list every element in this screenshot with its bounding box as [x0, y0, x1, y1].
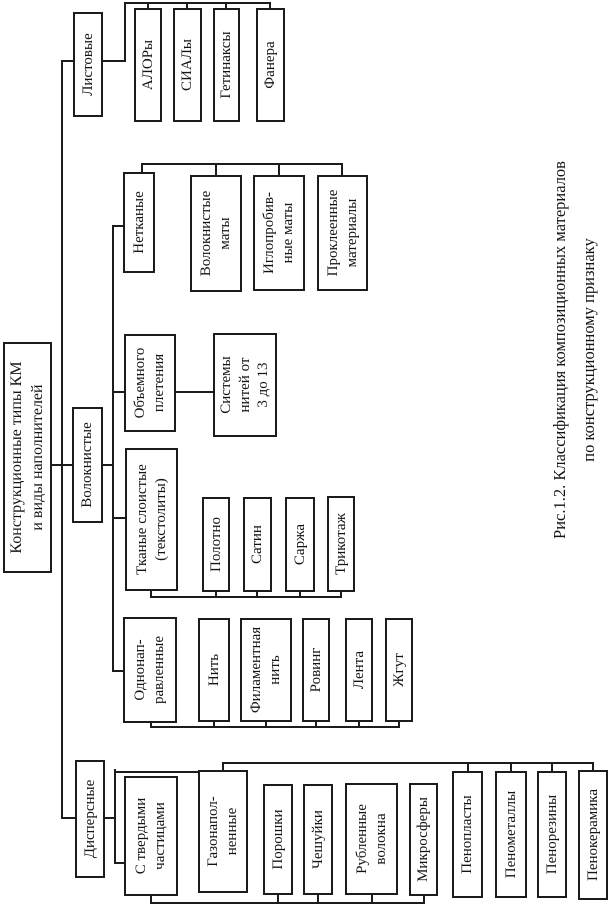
leaf-alory: АЛОРы — [134, 8, 162, 122]
connector-line — [277, 895, 279, 904]
node-odnonapravlennye: Однонап- равленные — [123, 617, 177, 723]
leaf-penoreziny: Пенорезины — [537, 771, 567, 898]
connector-line — [112, 517, 126, 519]
leaf-prokleennye-materialy: Проклеенные материалы — [317, 175, 368, 291]
leaf-poroshki: Порошки — [263, 784, 293, 895]
figure-caption: Рис.1.2. Классификация композиционных ма… — [550, 161, 598, 539]
connector-line — [315, 721, 317, 728]
leaf-getinaksy: Гетинаксы — [213, 8, 240, 122]
connector-line — [150, 726, 400, 728]
node-s-tverdymi-chastitsami: С твердыми частицами — [124, 776, 178, 896]
connector-line — [467, 763, 469, 771]
leaf-mikrosfery: Микросферы — [409, 783, 438, 896]
connector-line — [222, 762, 594, 764]
leaf-rublennye-volokna: Рубленные волокна — [345, 783, 398, 895]
leaf-lenta: Лента — [345, 618, 373, 722]
node-tkanye-sloistye: Тканые слоистые (текстолиты) — [125, 448, 178, 591]
connector-line — [114, 771, 198, 773]
connector-line — [371, 895, 373, 904]
connector-line — [213, 721, 215, 728]
leaf-filamentnaya-nit: Филаментная нить — [240, 618, 292, 722]
node-gazonapolnennye: Газонапол- ненные — [198, 770, 248, 893]
node-voloknistye: Волокнистые — [72, 407, 103, 523]
connector-line — [103, 60, 126, 62]
connector-line — [317, 895, 319, 904]
node-dispersnye: Дисперсные — [75, 760, 105, 878]
connector-line — [124, 2, 126, 62]
leaf-igloprobivnye-maty: Иглопробив- ные маты — [253, 175, 305, 291]
leaf-roving: Ровинг — [302, 618, 330, 722]
node-root: Конструкционные типы КМ и виды наполните… — [3, 342, 52, 573]
leaf-nit: Нить — [198, 618, 230, 722]
leaf-penoplasty: Пенопласты — [452, 771, 483, 898]
leaf-sistemy-nitey: Системы нитей от 3 до 13 — [213, 333, 277, 437]
connector-line — [61, 817, 76, 819]
leaf-zhgut: Жгут — [385, 618, 413, 722]
connector-line — [358, 721, 360, 728]
connector-line — [398, 721, 400, 728]
connector-line — [299, 591, 301, 598]
leaf-penometally: Пенометаллы — [495, 771, 527, 898]
node-obyomnogo-pleteniya: Объемного плетения — [124, 334, 176, 432]
connector-line — [114, 862, 124, 864]
leaf-cheshuyki: Чешуйки — [303, 784, 333, 895]
connector-line — [141, 163, 143, 172]
connector-line — [150, 896, 152, 904]
leaf-fanera: Фанера — [256, 8, 285, 122]
node-netkanye: Нетканые — [123, 172, 155, 273]
connector-line — [61, 61, 63, 818]
connector-line — [150, 902, 425, 904]
connector-line — [222, 763, 224, 770]
connector-line — [423, 895, 425, 904]
connector-line — [215, 163, 217, 175]
connector-line — [114, 769, 116, 864]
connector-line — [141, 163, 343, 165]
connector-line — [176, 391, 213, 393]
connector-line — [340, 591, 342, 598]
connector-line — [215, 591, 217, 598]
node-listovye: Листовые — [73, 12, 103, 117]
leaf-polotno: Полотно — [202, 497, 230, 592]
connector-line — [278, 163, 280, 175]
leaf-voloknistye-maty: Волокнистые маты — [190, 175, 242, 292]
connector-line — [112, 225, 114, 672]
connector-line — [150, 591, 152, 598]
leaf-satin: Сатин — [243, 497, 272, 592]
leaf-penokeramika: Пенокерамика — [578, 770, 608, 900]
connector-line — [150, 596, 342, 598]
leaf-trikotazh: Трикотаж — [327, 496, 355, 592]
connector-line — [256, 591, 258, 598]
connector-line — [341, 163, 343, 175]
connector-line — [510, 763, 512, 771]
leaf-sarzha: Саржа — [285, 497, 315, 592]
connector-line — [265, 721, 267, 728]
leaf-sialy: СИАЛы — [173, 8, 202, 122]
connector-line — [551, 763, 553, 771]
connector-line — [150, 722, 152, 728]
